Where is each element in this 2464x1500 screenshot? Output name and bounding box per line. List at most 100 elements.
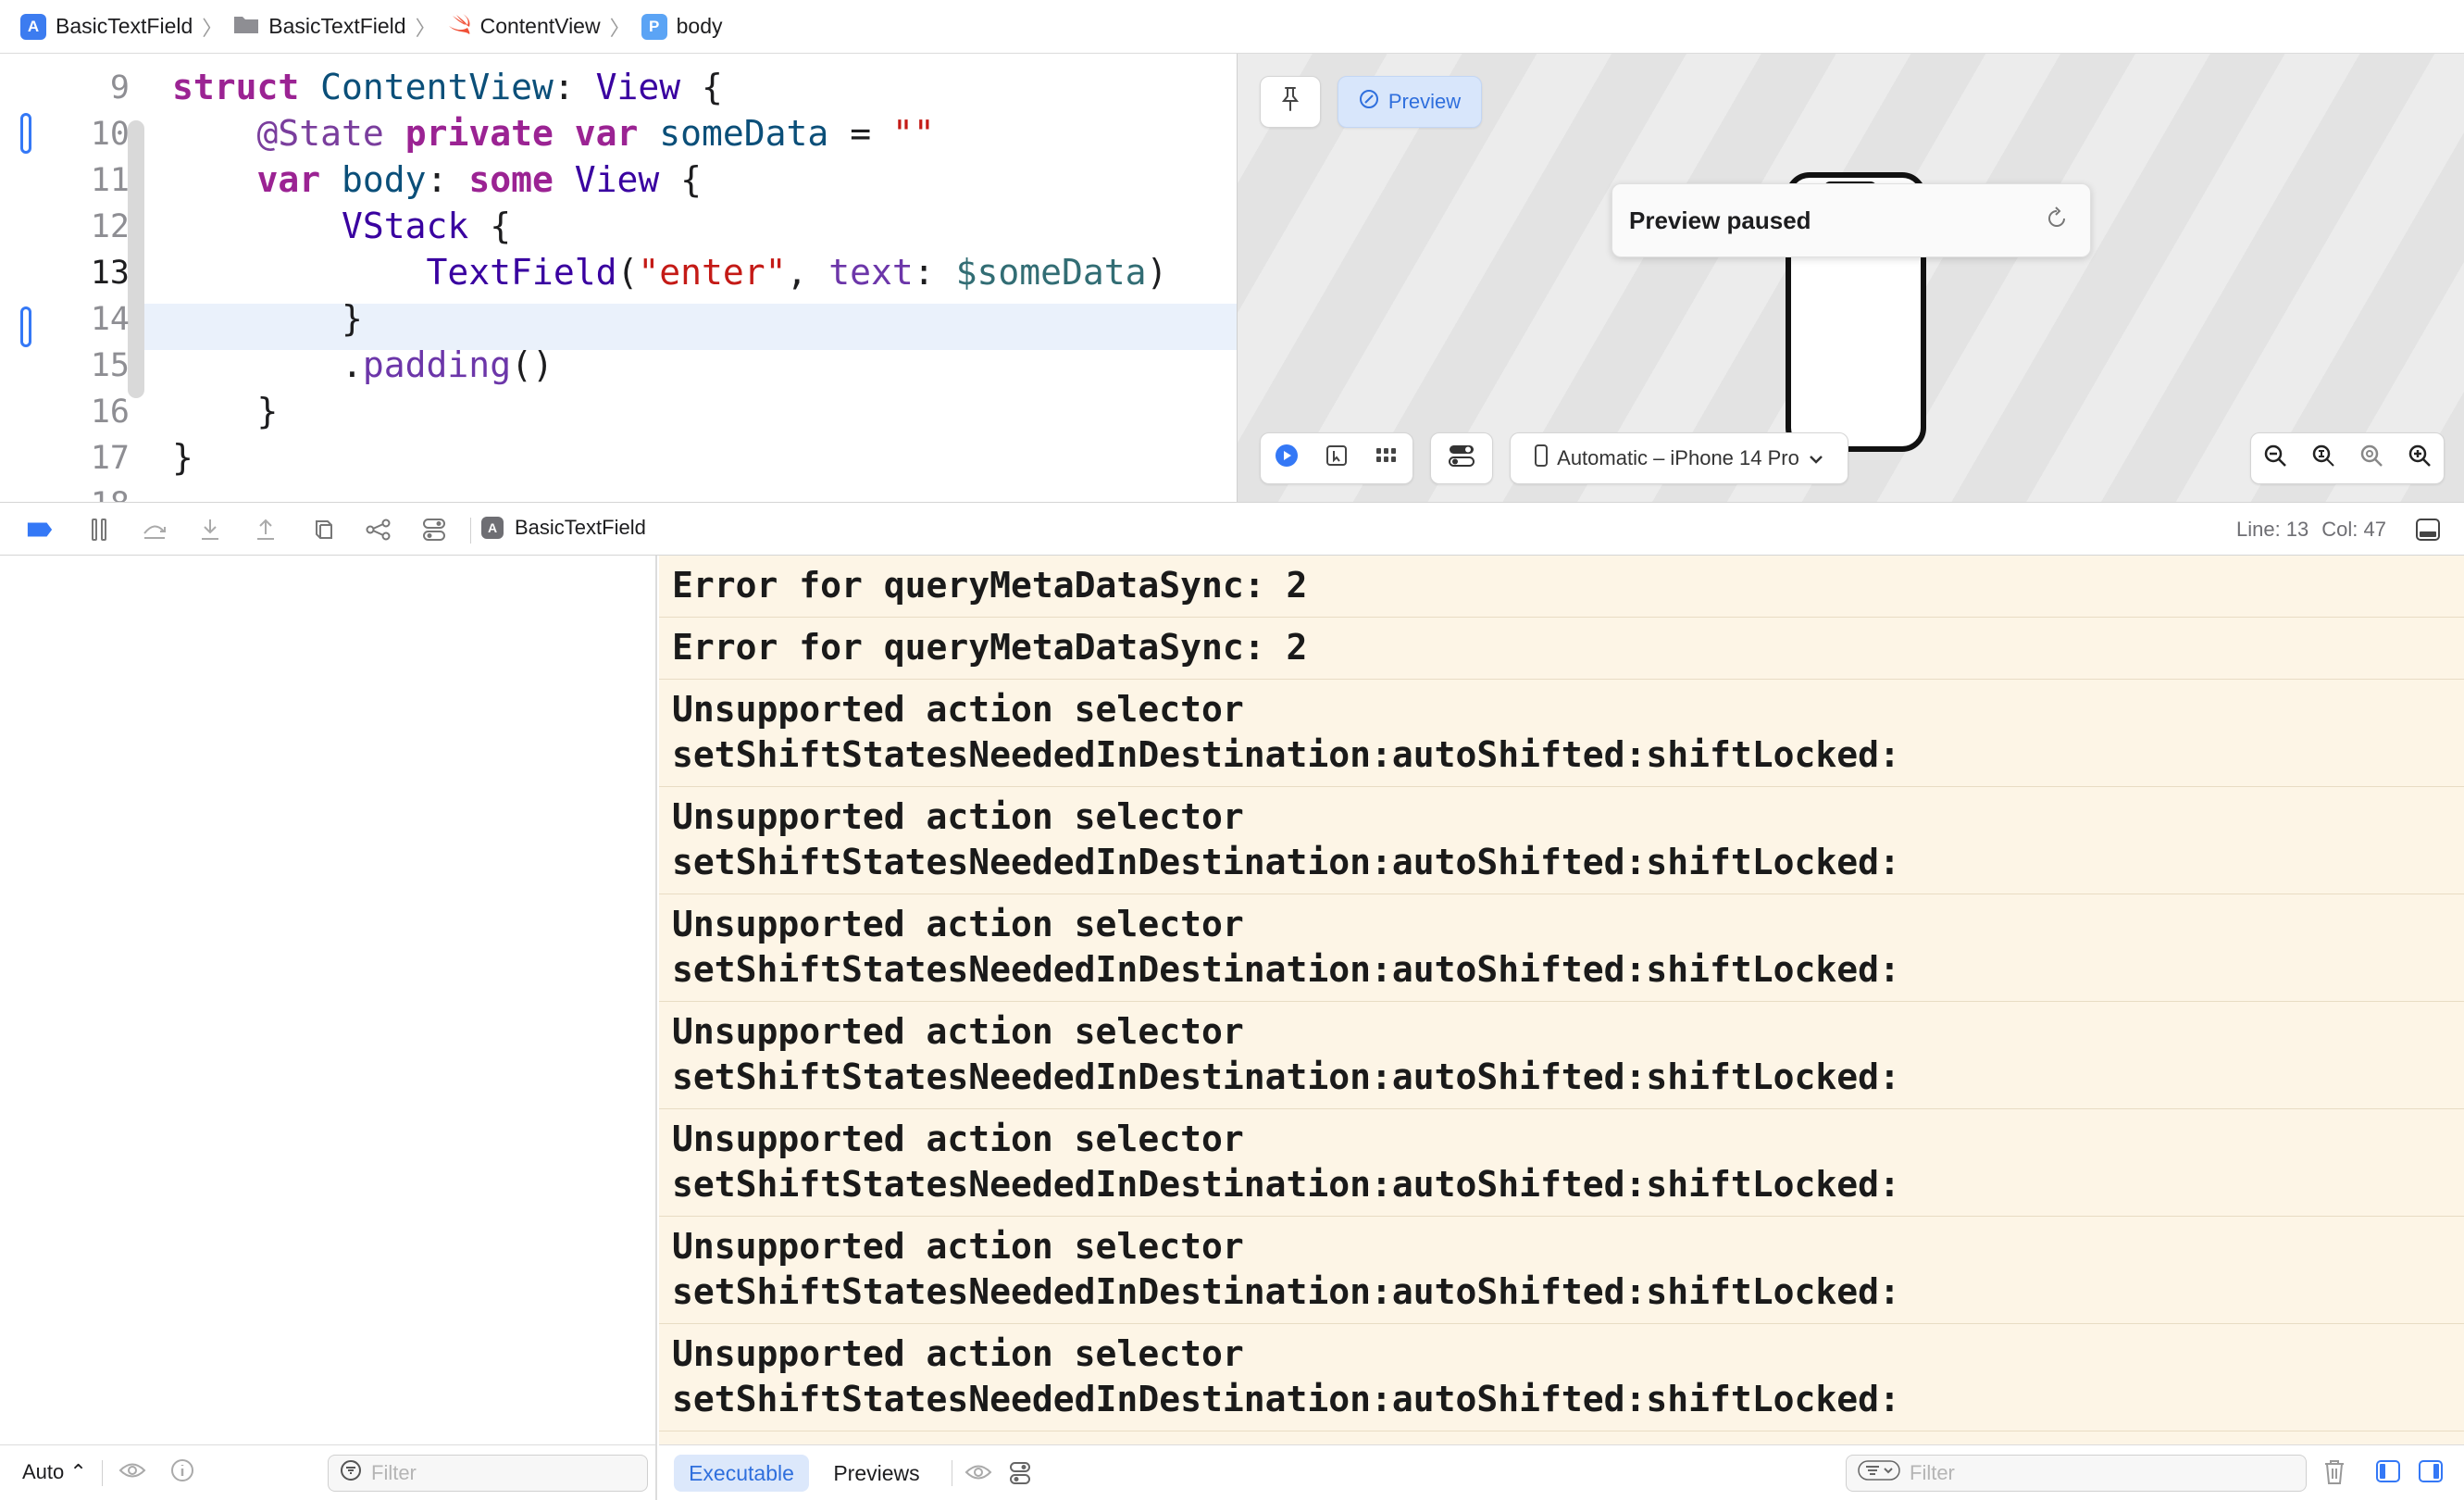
code-token: ,: [786, 252, 808, 293]
line-number: 17: [90, 440, 130, 477]
code-token: $someData: [955, 252, 1147, 293]
breadcrumb-label: BasicTextField: [56, 14, 193, 38]
console-settings-icon[interactable]: [1009, 1460, 1031, 1491]
app-icon: A: [481, 517, 504, 539]
chevron-right-icon: 〉: [415, 16, 436, 40]
debug-target[interactable]: A BasicTextField: [481, 516, 646, 540]
eye-icon[interactable]: [964, 1462, 992, 1487]
show-variables-view-icon[interactable]: [2375, 1458, 2401, 1489]
code-editor[interactable]: 9 10 11 12 13 14 15 16 17 18 struct Cont…: [0, 54, 1237, 502]
console-line: Unsupported action selector setShiftStat…: [659, 894, 2464, 1002]
variants-icon[interactable]: [1375, 445, 1399, 471]
code-token: some: [468, 159, 554, 200]
pin-icon: [1280, 86, 1300, 118]
tab-executable[interactable]: Executable: [674, 1455, 809, 1492]
code-token: ): [1146, 252, 1168, 293]
breakpoints-toggle-icon[interactable]: [26, 516, 54, 544]
trash-icon[interactable]: [2323, 1458, 2346, 1491]
line-number: 10: [90, 116, 130, 153]
code-line-16[interactable]: }: [172, 391, 279, 431]
code-line-10[interactable]: @State private var someData = "": [172, 113, 935, 154]
line-number: 12: [90, 208, 130, 245]
breadcrumb-label: ContentView: [479, 14, 601, 38]
info-icon[interactable]: [170, 1458, 194, 1487]
code-token: "": [891, 113, 935, 154]
pause-icon[interactable]: [85, 516, 113, 544]
line-number: 16: [90, 394, 130, 431]
memory-graph-icon[interactable]: [365, 516, 392, 544]
code-token: someData: [659, 113, 829, 154]
step-over-icon[interactable]: [141, 516, 168, 544]
code-line-17[interactable]: }: [172, 437, 193, 478]
hide-debug-area-icon[interactable]: [2414, 516, 2442, 544]
device-selector[interactable]: Automatic – iPhone 14 Pro: [1510, 432, 1848, 484]
environment-overrides-icon[interactable]: [420, 516, 448, 544]
step-out-icon[interactable]: [252, 516, 280, 544]
preview-mode-group: [1260, 432, 1413, 484]
breadcrumb-symbol[interactable]: P body: [641, 13, 722, 40]
zoom-to-fit-icon[interactable]: [2311, 444, 2335, 473]
folder-icon: [233, 14, 259, 40]
device-selector-label: Automatic – iPhone 14 Pro: [1557, 446, 1799, 469]
cursor-position: Line: 13 Col: 47: [2236, 518, 2386, 542]
code-token: }: [172, 437, 193, 478]
code-token: @State: [256, 113, 384, 154]
refresh-icon[interactable]: [2044, 206, 2070, 236]
tab-previews[interactable]: Previews: [833, 1460, 920, 1485]
console-line: Unsupported action selector setShiftStat…: [659, 1324, 2464, 1431]
code-line-9[interactable]: struct ContentView: View {: [172, 67, 723, 107]
preview-paused-banner: Preview paused: [1612, 183, 2091, 257]
iphone-icon: [1535, 444, 1549, 472]
live-mode-icon[interactable]: [1275, 444, 1299, 473]
current-line-highlight: [139, 304, 1237, 350]
code-token: (): [511, 344, 554, 385]
pin-button[interactable]: [1260, 76, 1321, 128]
zoom-in-icon[interactable]: [2408, 444, 2432, 473]
preview-button-label: Preview: [1388, 90, 1462, 113]
device-settings-button[interactable]: [1430, 432, 1493, 484]
console-filter-field[interactable]: Filter: [1846, 1455, 2307, 1492]
change-indicator[interactable]: [20, 306, 31, 347]
variables-filter-bar: Auto ⌃ Filter: [0, 1444, 657, 1500]
scope-selector[interactable]: Auto ⌃: [22, 1460, 87, 1483]
line-number: 11: [90, 162, 130, 199]
zoom-controls: [2250, 432, 2445, 484]
code-line-15[interactable]: .padding(): [172, 344, 554, 385]
code-line-11[interactable]: var body: some View {: [172, 159, 703, 200]
variables-filter-field[interactable]: Filter: [328, 1455, 648, 1492]
code-line-12[interactable]: VStack {: [172, 206, 511, 246]
preview-mode-button[interactable]: Preview: [1338, 76, 1482, 128]
preview-status-icon: [1359, 89, 1379, 115]
breadcrumb-project[interactable]: A BasicTextField: [20, 13, 193, 40]
preview-paused-text: Preview paused: [1629, 206, 1811, 234]
show-console-icon[interactable]: [2418, 1458, 2444, 1489]
filter-placeholder: Filter: [371, 1461, 417, 1484]
code-token: {: [702, 67, 723, 107]
editor-minimap-scroller[interactable]: [128, 120, 144, 398]
view-hierarchy-icon[interactable]: [309, 516, 337, 544]
code-line-13[interactable]: TextField("enter", text: $someData): [172, 252, 1168, 293]
variables-view[interactable]: [0, 556, 657, 1444]
code-token: }: [342, 298, 363, 339]
console-output[interactable]: Error for queryMetaDataSync: 2 Error for…: [659, 556, 2464, 1444]
eye-icon[interactable]: [118, 1460, 146, 1485]
change-indicator[interactable]: [20, 113, 31, 154]
code-token: private: [404, 113, 554, 154]
breadcrumb-folder[interactable]: BasicTextField: [233, 14, 406, 40]
zoom-actual-size-icon[interactable]: [2359, 444, 2383, 473]
code-line-14[interactable]: }: [172, 298, 363, 339]
breadcrumb-file[interactable]: ContentView: [447, 13, 601, 41]
line-number: 9: [109, 69, 130, 106]
preview-canvas[interactable]: Preview Preview paused Automatic – iPhon…: [1237, 54, 2464, 502]
selectable-mode-icon[interactable]: [1325, 444, 1348, 472]
divider: [102, 1460, 103, 1486]
console-line: Unsupported action selector setShiftStat…: [659, 1217, 2464, 1324]
chevron-right-icon: 〉: [609, 16, 630, 40]
code-token: {: [490, 206, 512, 246]
code-token: {: [680, 159, 703, 200]
swift-icon: [447, 13, 471, 41]
step-into-icon[interactable]: [196, 516, 224, 544]
code-token: TextField: [426, 252, 617, 293]
zoom-out-icon[interactable]: [2263, 444, 2287, 473]
console-line: Error for queryMetaDataSync: 2: [659, 618, 2464, 680]
